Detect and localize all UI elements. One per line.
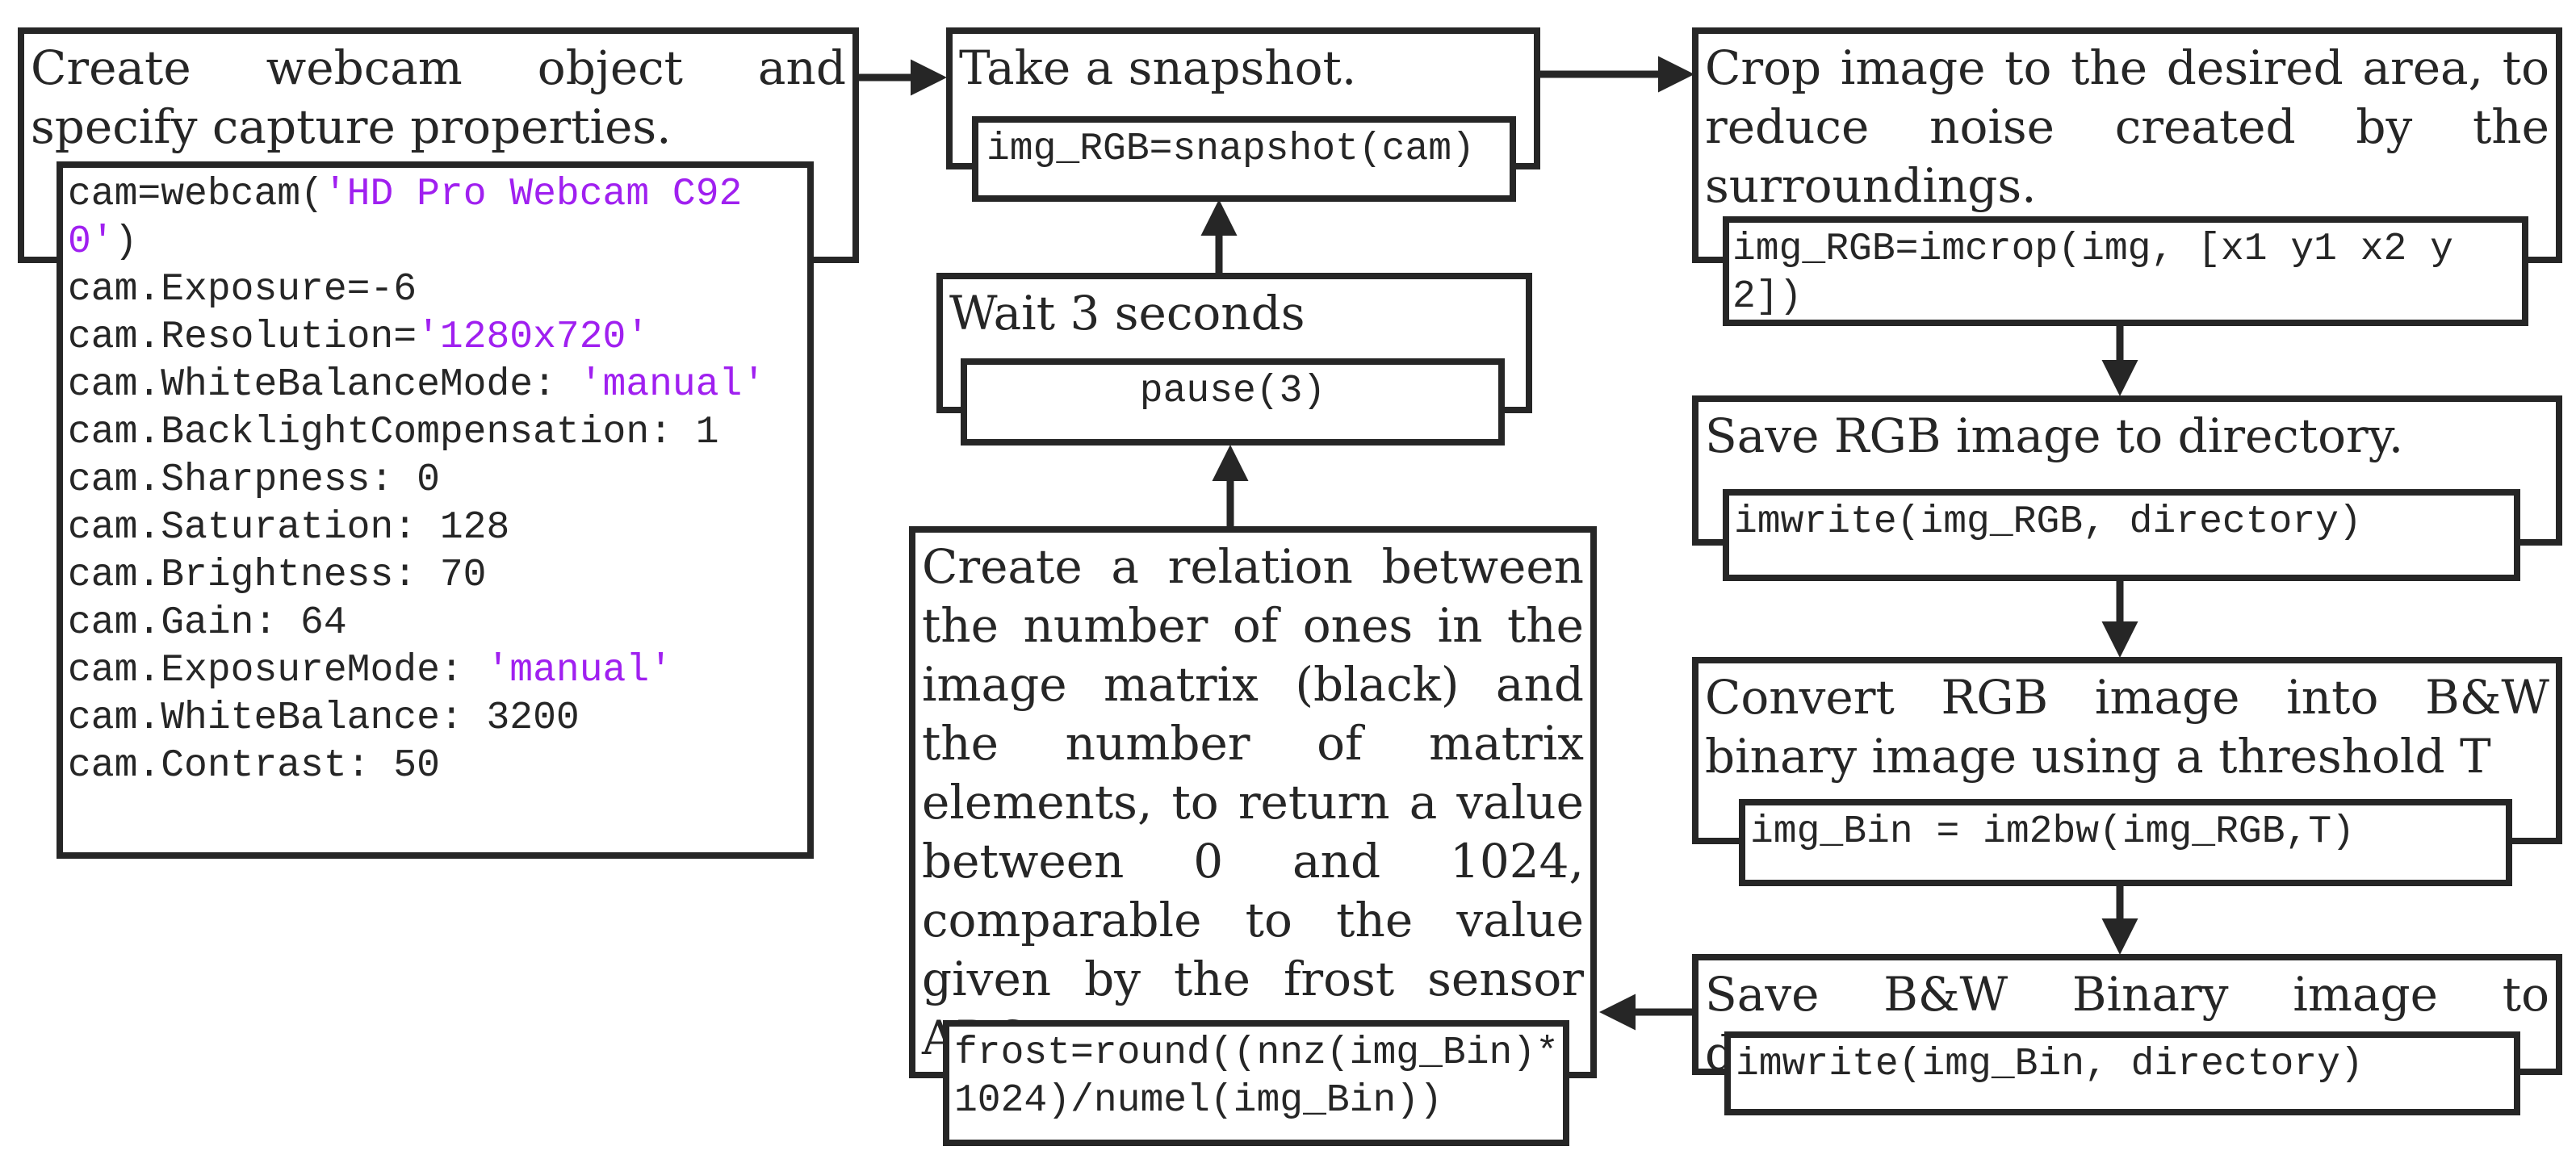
create-webcam-code-text: cam=webcam('HD Pro Webcam C920')cam.Expo… (63, 168, 807, 790)
crop-title: Crop image to the desired area, to reduc… (1705, 40, 2549, 213)
code-line: cam=webcam('HD Pro Webcam C920') (68, 171, 807, 266)
code-line-text: cam.Gain: 64 (68, 601, 347, 645)
code-line: cam.WhiteBalanceMode: 'manual' (68, 362, 807, 409)
code-string-literal: 'manual' (579, 363, 766, 407)
code-line: cam.BacklightCompensation: 1 (68, 409, 807, 457)
code-line: cam.Resolution='1280x720' (68, 314, 807, 362)
code-line: cam.Saturation: 128 (68, 504, 807, 552)
code-line-tail: ) (114, 220, 138, 264)
wait-code-text: pause(3) (1139, 370, 1326, 413)
wait-title: Wait 3 seconds (949, 286, 1305, 341)
relation-title: Create a relation between the number of … (922, 539, 1584, 1065)
relation-code: frost=round((nnz(img_Bin)*1024)/numel(im… (943, 1020, 1569, 1146)
create-webcam-code: cam=webcam('HD Pro Webcam C920')cam.Expo… (57, 161, 814, 859)
code-line-text: cam.WhiteBalanceMode: (68, 363, 580, 407)
code-string-literal: 'manual' (486, 649, 672, 692)
wait-code: pause(3) (961, 358, 1505, 446)
code-line-text: cam.BacklightCompensation: 1 (68, 411, 719, 454)
code-line-text: cam.Exposure=-6 (68, 268, 417, 312)
code-line-text: cam.WhiteBalance: 3200 (68, 697, 580, 740)
create-webcam-title: Create webcam object and specify capture… (31, 40, 846, 154)
save-bw-code-text: imwrite(img_Bin, directory) (1736, 1043, 2364, 1086)
code-line-text: cam.ExposureMode: (68, 649, 487, 692)
code-string-literal: '1280x720' (417, 316, 650, 359)
save-rgb-title: Save RGB image to directory. (1705, 408, 2404, 463)
snapshot-title: Take a snapshot. (959, 40, 1357, 95)
convert-code: img_Bin = im2bw(img_RGB,T) (1739, 799, 2512, 886)
snapshot-code-text: img_RGB=snapshot(cam) (986, 128, 1475, 171)
code-line: cam.Contrast: 50 (68, 743, 807, 790)
code-line-text: cam.Sharpness: 0 (68, 458, 440, 502)
code-line-text: cam.Brightness: 70 (68, 554, 487, 597)
snapshot-code: img_RGB=snapshot(cam) (972, 116, 1516, 202)
code-line-text: cam.Contrast: 50 (68, 744, 440, 788)
convert-code-text: img_Bin = im2bw(img_RGB,T) (1750, 810, 2355, 854)
code-line: cam.WhiteBalance: 3200 (68, 695, 807, 743)
code-string-literal: 'HD Pro Webcam C920' (68, 173, 743, 264)
crop-code: img_RGB=imcrop(img, [x1 y1 x2 y2]) (1723, 216, 2528, 326)
code-line: cam.Gain: 64 (68, 600, 807, 647)
code-line-text: cam.Resolution= (68, 316, 417, 359)
code-line: cam.ExposureMode: 'manual' (68, 647, 807, 695)
convert-title: Convert RGB image into B&W binary image … (1705, 670, 2549, 784)
code-line: cam.Exposure=-6 (68, 266, 807, 314)
code-line-text: cam=webcam( (68, 173, 324, 216)
crop-code-text: img_RGB=imcrop(img, [x1 y1 x2 y2]) (1732, 228, 2453, 319)
code-line: cam.Sharpness: 0 (68, 457, 807, 504)
save-rgb-code: imwrite(img_RGB, directory) (1723, 489, 2520, 581)
relation-step: Create a relation between the number of … (909, 526, 1597, 1078)
save-bw-code: imwrite(img_Bin, directory) (1724, 1031, 2520, 1115)
save-rgb-code-text: imwrite(img_RGB, directory) (1734, 500, 2362, 544)
code-line: cam.Brightness: 70 (68, 552, 807, 600)
relation-code-text: frost=round((nnz(img_Bin)*1024)/numel(im… (954, 1031, 1559, 1123)
code-line-text: cam.Saturation: 128 (68, 506, 510, 550)
